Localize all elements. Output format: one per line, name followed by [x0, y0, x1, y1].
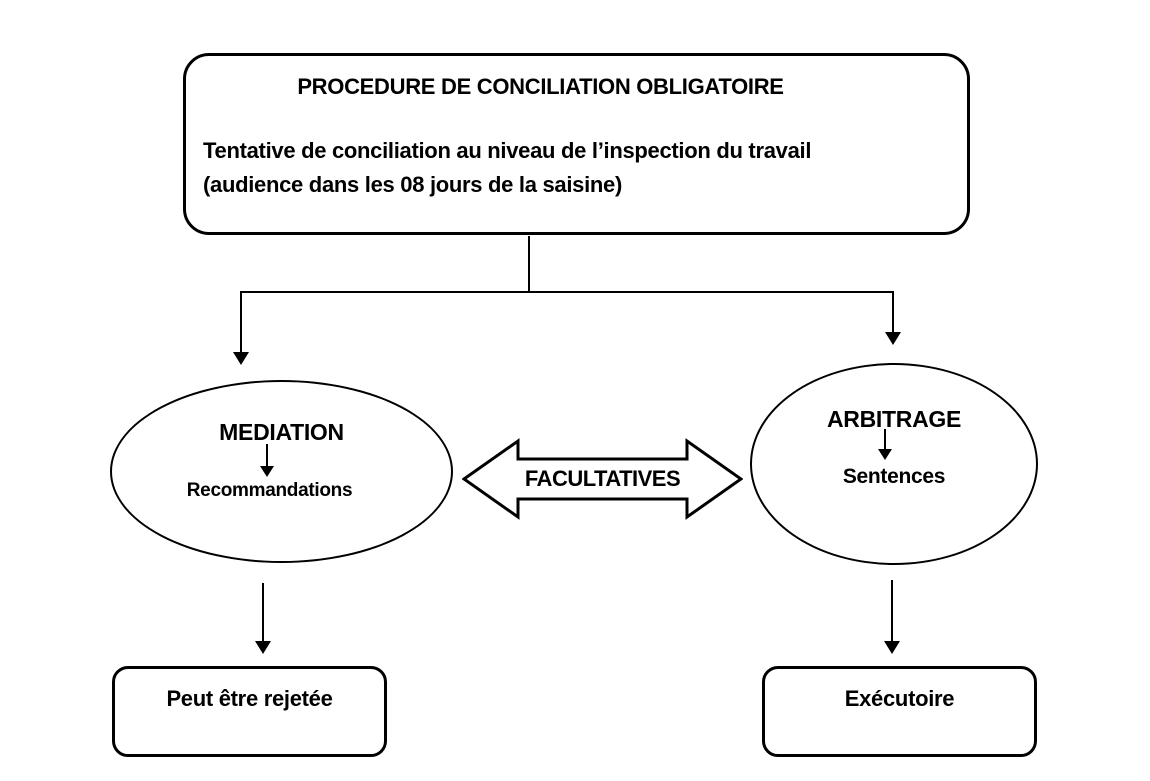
mediation-outcome-box: Peut être rejetée — [112, 666, 387, 757]
mediation-outcome-arrow-line — [262, 583, 264, 641]
procedure-line1: Tentative de conciliation au niveau de l… — [203, 138, 812, 163]
branch-connector-line — [240, 291, 894, 293]
arbitrage-outcome-arrow-line — [891, 580, 893, 641]
procedure-title: PROCEDURE DE CONCILIATION OBLIGATOIRE — [297, 74, 784, 99]
mediation-inner-arrowhead-icon — [260, 466, 274, 477]
mediation-title: MEDIATION — [219, 419, 344, 445]
arbitrage-title: ARBITRAGE — [826, 406, 962, 432]
arbitrage-outcome-label: Exécutoire — [844, 686, 955, 711]
mediation-inner-arrow-line — [266, 444, 268, 466]
drop-connector-line — [528, 236, 530, 293]
arbitrage-subtitle: Sentences — [842, 465, 946, 488]
mediation-outcome-label: Peut être rejetée — [166, 686, 333, 711]
right-branch-arrowhead-icon — [885, 332, 901, 345]
arbitrage-ellipse: ARBITRAGE Sentences — [750, 363, 1038, 565]
arbitrage-outcome-arrowhead-icon — [884, 641, 900, 654]
mediation-subtitle: Recommandations — [186, 480, 353, 501]
arbitrage-inner-arrowhead-icon — [878, 449, 892, 460]
procedure-box: PROCEDURE DE CONCILIATION OBLIGATOIRE Te… — [183, 53, 970, 235]
right-branch-arrow-line — [892, 291, 894, 332]
left-branch-arrow-line — [240, 291, 242, 352]
left-branch-arrowhead-icon — [233, 352, 249, 365]
facultatives-label: FACULTATIVES — [524, 466, 681, 491]
arbitrage-inner-arrow-line — [884, 429, 886, 449]
mediation-ellipse: MEDIATION Recommandations — [110, 380, 453, 563]
procedure-line2: (audience dans les 08 jours de la saisin… — [203, 172, 623, 197]
facultatives-double-arrow-icon — [462, 438, 743, 520]
arbitrage-outcome-box: Exécutoire — [762, 666, 1037, 757]
mediation-outcome-arrowhead-icon — [255, 641, 271, 654]
